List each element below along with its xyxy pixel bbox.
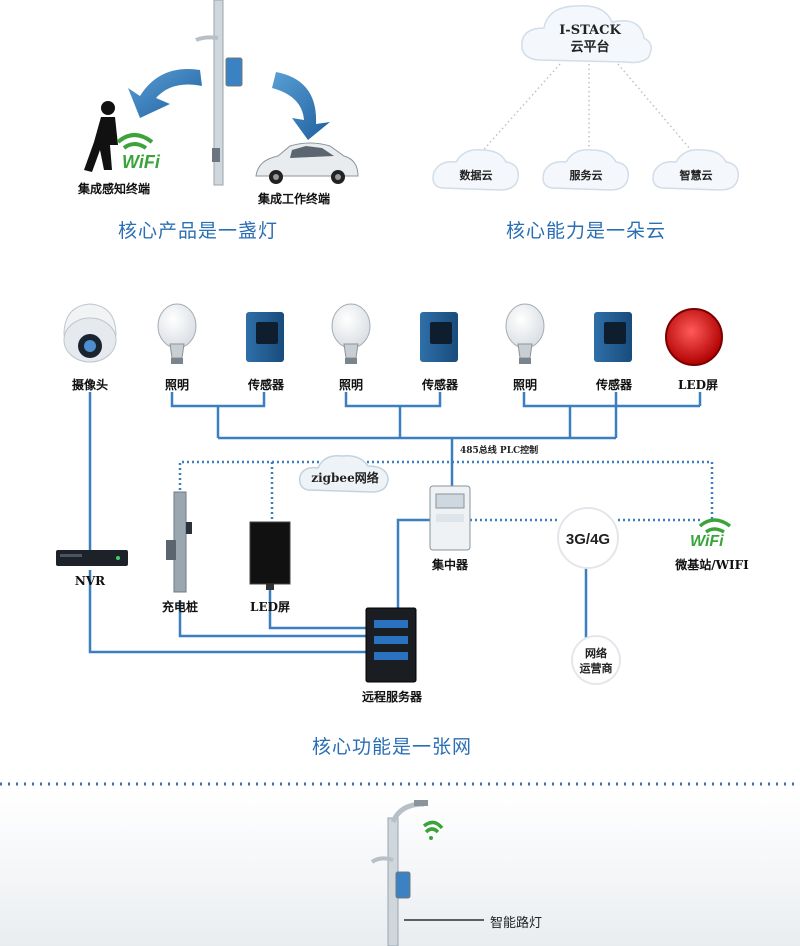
cloud-main-subtitle: 云平台 — [570, 39, 609, 55]
person-icon — [84, 101, 118, 172]
caption-core-ability: 核心能力是一朵云 — [506, 220, 667, 242]
label-smart-street-lamp: 智能路灯 — [490, 916, 543, 931]
lamp-screen-icon — [225, 57, 243, 87]
caption-core-product: 核心产品是一盏灯 — [118, 220, 279, 242]
wifi-icon: WiFi — [116, 133, 161, 172]
bulb-icon-1 — [157, 303, 197, 364]
device-label-lighting-2: 照明 — [338, 378, 363, 392]
bus-label: 485总线 PLC控制 — [460, 444, 538, 456]
cloud-connectors — [477, 63, 697, 157]
bottom-background — [0, 790, 800, 946]
wifi-base-icon: WiFi — [690, 518, 732, 550]
charging-pile-icon — [166, 491, 192, 593]
cloud-main — [521, 5, 652, 64]
led-red-icon — [665, 308, 723, 366]
bulb-icon-3 — [505, 303, 545, 364]
operator-label-line1: 网络 — [585, 646, 607, 660]
sub-cloud-smart: 智慧云 — [680, 168, 713, 182]
zigbee-cloud — [298, 454, 389, 493]
label-micro-base-station: 微基站/WIFI — [675, 558, 749, 572]
cycle-arrow-left-icon — [128, 69, 202, 118]
label-concentrator: 集中器 — [431, 558, 468, 572]
car-icon — [255, 142, 359, 184]
sensor-icon-1 — [246, 312, 284, 362]
device-label-sensor-1: 传感器 — [247, 378, 284, 392]
led-screen-icon — [249, 521, 291, 590]
cloud-main-title: I-STACK — [559, 23, 621, 38]
smart-lamp-screen-icon — [395, 871, 411, 899]
sub-cloud-service: 服务云 — [570, 168, 603, 182]
bus-lines — [88, 392, 702, 654]
label-integrated-working-terminal: 集成工作终端 — [258, 192, 331, 206]
nvr-icon — [56, 550, 128, 566]
concentrator-icon — [429, 485, 471, 551]
cycle-arrow-right-icon — [272, 72, 330, 140]
device-label-sensor-3: 传感器 — [595, 378, 632, 392]
label-integrated-sensing-terminal: 集成感知终端 — [78, 182, 151, 196]
device-label-lighting-1: 照明 — [164, 378, 189, 392]
zigbee-label: zigbee网络 — [311, 470, 378, 485]
zigbee-dotted-lines — [178, 460, 714, 522]
wifi-base-text: WiFi — [690, 533, 724, 550]
device-label-sensor-2: 传感器 — [421, 378, 458, 392]
network-3g4g — [557, 507, 619, 569]
device-label-led: LED屏 — [678, 378, 718, 392]
network-3g4g-label: 3G/4G — [566, 531, 610, 548]
sensor-icon-3 — [594, 312, 632, 362]
sub-cloud-shapes — [432, 149, 739, 191]
bulb-icon-2 — [331, 303, 371, 364]
caption-core-function: 核心功能是一张网 — [312, 736, 473, 758]
label-led-screen: LED屏 — [250, 600, 290, 614]
smart-lamp-wifi-icon — [422, 820, 444, 830]
camera-icon — [63, 303, 117, 363]
operator-icon — [571, 635, 621, 685]
top-lamp-illustration — [128, 0, 330, 186]
smart-lamp-illustration — [370, 800, 484, 946]
server-icon — [365, 607, 417, 683]
device-label-camera: 摄像头 — [71, 378, 108, 392]
label-charging-pile: 充电桩 — [161, 600, 198, 614]
operator-label-line2: 运营商 — [580, 661, 613, 675]
sub-cloud-data: 数据云 — [460, 168, 493, 182]
device-label-lighting-3: 照明 — [512, 378, 537, 392]
wifi-text: WiFi — [122, 152, 161, 172]
sensor-icon-2 — [420, 312, 458, 362]
label-nvr: NVR — [74, 574, 106, 588]
label-remote-server: 远程服务器 — [361, 690, 422, 704]
